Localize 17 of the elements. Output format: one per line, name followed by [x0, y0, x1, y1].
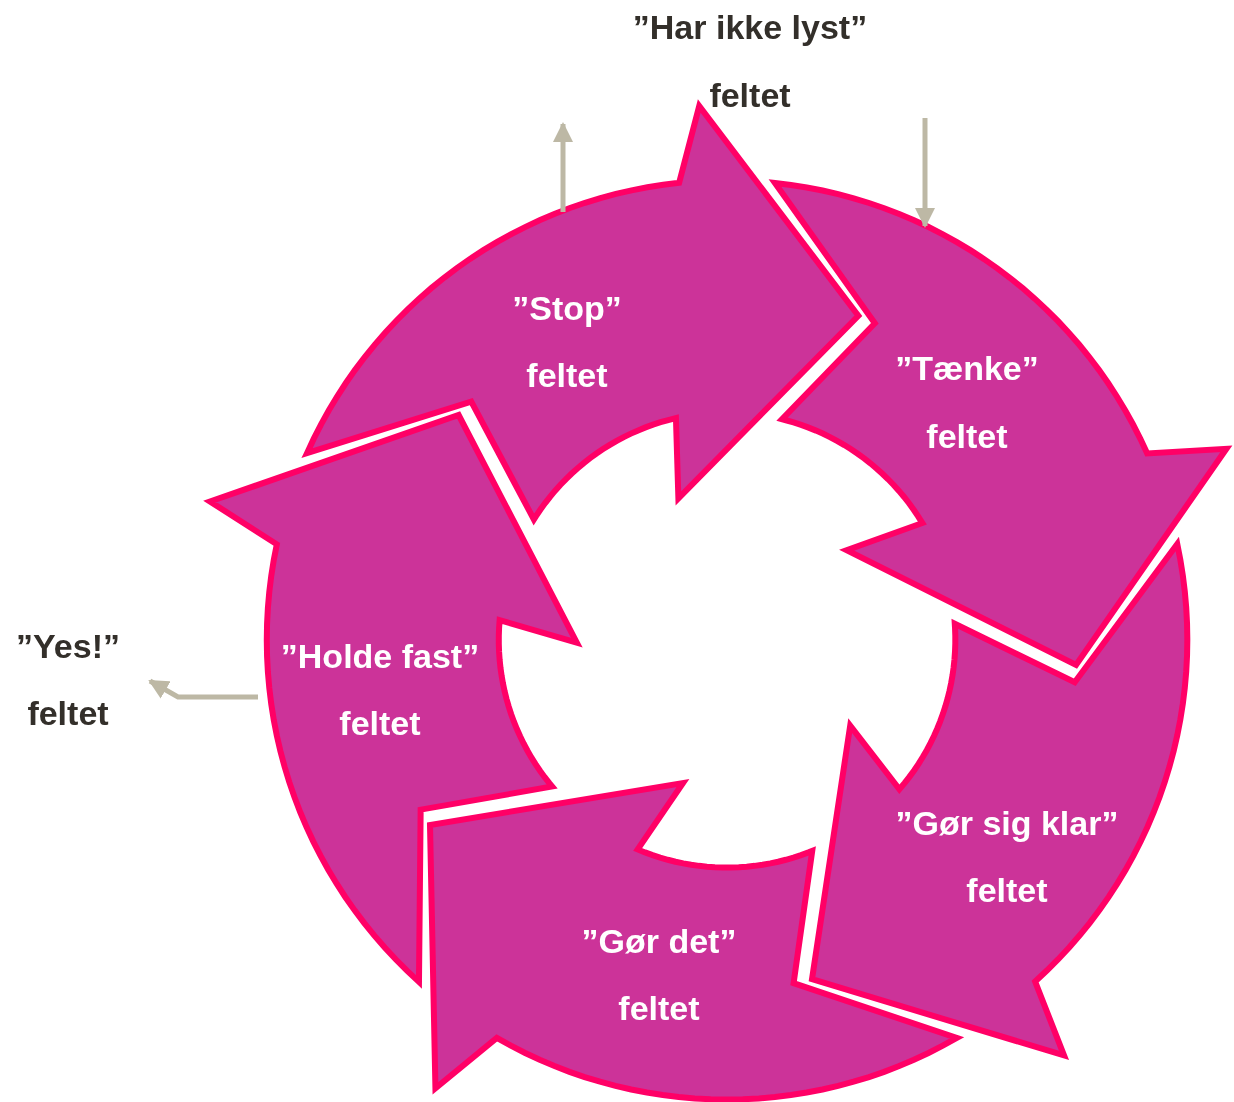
- arrow: [915, 118, 935, 228]
- field-label: feltet: [339, 706, 421, 740]
- field-label: feltet: [618, 991, 700, 1025]
- arrow: [148, 678, 258, 700]
- field-label: feltet: [709, 78, 791, 112]
- field-title: ”Yes!”: [16, 629, 120, 663]
- field-title: ”Stop”: [512, 291, 622, 325]
- field-title: ”Holde fast”: [280, 639, 480, 673]
- field-title: ”Tænke”: [895, 351, 1039, 385]
- field-label: feltet: [926, 419, 1008, 453]
- field-label: feltet: [526, 358, 608, 392]
- field-title: ”Gør det”: [581, 924, 737, 958]
- field-title: ”Gør sig klar”: [895, 806, 1119, 840]
- arrow: [553, 122, 573, 212]
- field-label: feltet: [966, 873, 1048, 907]
- field-title: ”Har ikke lyst”: [632, 10, 868, 44]
- field-label: feltet: [27, 696, 109, 730]
